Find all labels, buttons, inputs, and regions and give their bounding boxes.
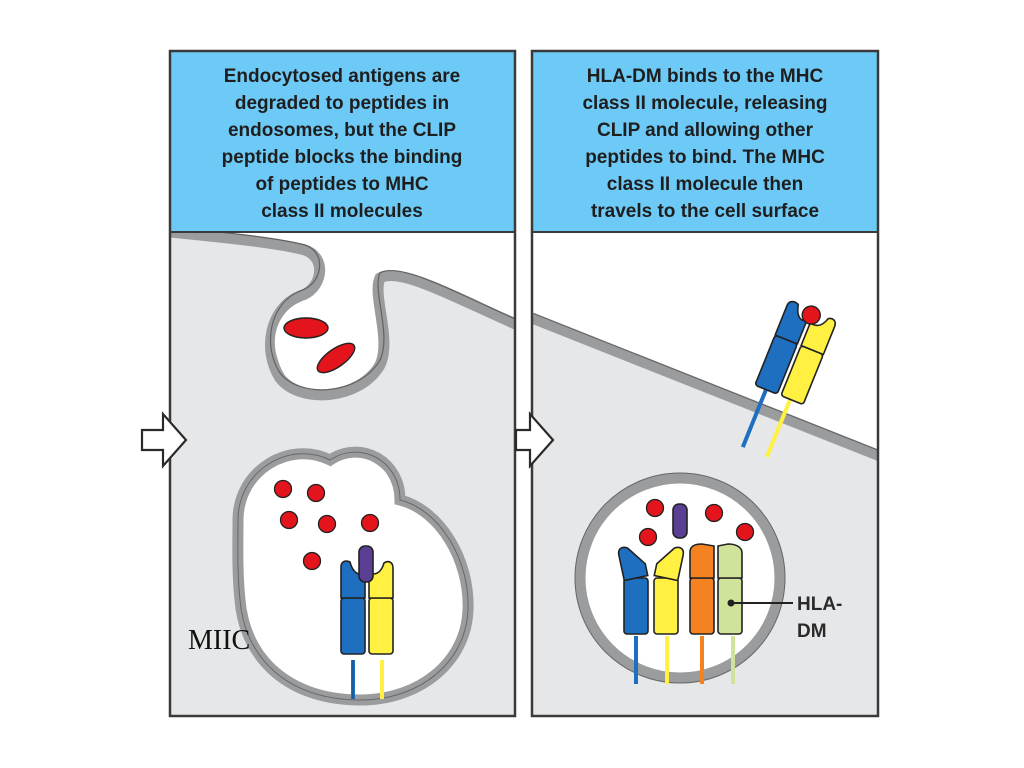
hla-dm-alpha-upper-domain [689, 543, 715, 579]
hla-dm-beta-upper-domain [717, 543, 743, 579]
mhc-alpha-upper-domain [774, 300, 808, 346]
clip-peptide [358, 545, 374, 583]
miic-label: MIIC [188, 625, 250, 656]
right-miic-peptides [638, 498, 755, 547]
hla-dm-label-line1: HLA- [797, 594, 842, 615]
peptide [638, 527, 658, 547]
antigen-peptide-1 [283, 317, 329, 339]
peptide [317, 514, 337, 534]
mhc-alpha-lower-domain [623, 577, 649, 635]
caption-line: class II molecule then [607, 174, 803, 195]
caption-line: degraded to peptides in [235, 93, 449, 114]
bound-peptide [801, 305, 821, 325]
mhc-beta-upper-domain [368, 560, 394, 599]
left-caption: Endocytosed antigens are degraded to pep… [222, 66, 463, 222]
caption-line: class II molecules [261, 201, 423, 222]
right-panel-frame [530, 49, 880, 718]
mhc-alpha-upper-domain [617, 546, 649, 582]
caption-line: peptide blocks the binding [222, 147, 463, 168]
peptide [279, 510, 299, 530]
peptide [306, 483, 326, 503]
surface-mhc-class-ii [740, 300, 836, 458]
caption-line: peptides to bind. The MHC [585, 147, 825, 168]
mhc-class-ii-with-clip [340, 545, 394, 699]
arrow-into-left-panel [140, 411, 188, 469]
mhc-beta-upper-domain [653, 546, 685, 582]
caption-line: endosomes, but the CLIP [228, 120, 456, 141]
hla-dm-label-line2: DM [797, 621, 827, 642]
caption-line: CLIP and allowing other [597, 120, 814, 141]
left-cell-area: MIIC [170, 232, 515, 716]
mhc-beta-lower-domain [368, 597, 394, 655]
miic-peptides [273, 479, 380, 571]
caption-line: of peptides to MHC [255, 174, 428, 195]
peptide [302, 551, 322, 571]
right-cell-area [532, 300, 878, 716]
peptide [273, 479, 293, 499]
mhc-class-ii-open [617, 546, 685, 684]
left-panel-frame [168, 49, 517, 718]
right-plasma-membrane [532, 312, 878, 462]
panel-right: HLA- DM HLA-DM binds to the MHC class II… [530, 49, 880, 718]
caption-line: Endocytosed antigens are [224, 66, 461, 87]
mhc-beta-upper-domain [800, 317, 836, 356]
caption-line: travels to the cell surface [591, 201, 819, 222]
arrow-into-right-panel [514, 411, 555, 469]
peptide [704, 503, 724, 523]
caption-line: class II molecule, releasing [582, 93, 827, 114]
mhc-alpha-lower-domain [340, 597, 366, 655]
peptide [645, 498, 665, 518]
hla-dm-alpha-lower-domain [689, 577, 715, 635]
released-clip-peptide [672, 503, 688, 539]
hla-dm-molecule [689, 543, 743, 684]
peptide [735, 522, 755, 542]
right-caption-box [532, 51, 878, 232]
peptide [360, 513, 380, 533]
left-plasma-membrane [170, 232, 515, 401]
antigen-peptide-2 [316, 342, 356, 374]
forming-endosome [274, 290, 373, 388]
panel-left: MIIC Endocytosed antigens are degraded t… [168, 49, 517, 718]
caption-line: HLA-DM binds to the MHC [587, 66, 824, 87]
right-caption: HLA-DM binds to the MHC class II molecul… [582, 66, 827, 222]
mhc-beta-lower-domain [653, 577, 679, 635]
left-caption-box [170, 51, 515, 232]
